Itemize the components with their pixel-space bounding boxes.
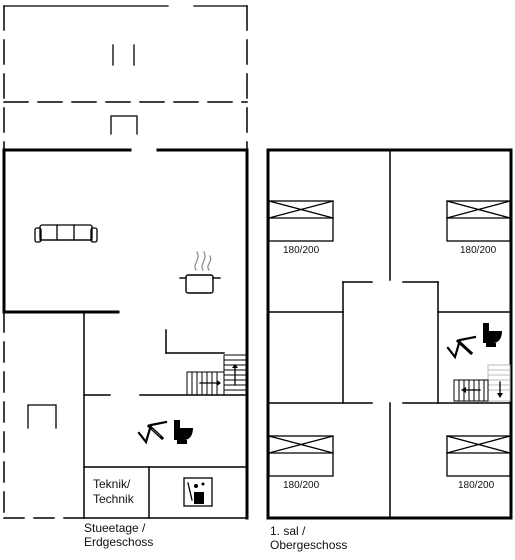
ground-stair bbox=[186, 354, 247, 396]
ground-floor-walls bbox=[2, 148, 249, 520]
boiler-icon bbox=[183, 477, 213, 507]
sofa-icon bbox=[34, 224, 98, 243]
technik-room-label: Teknik/ Technik bbox=[93, 477, 134, 507]
technik-label-line1: Teknik/ bbox=[93, 477, 131, 491]
annex-outline bbox=[3, 311, 85, 519]
ground-caption-line2: Erdgeschoss bbox=[84, 535, 154, 549]
upper-floor-interior bbox=[267, 149, 512, 519]
ground-floor-interior bbox=[83, 311, 248, 519]
upper-caption-line2: Obergeschoss bbox=[270, 538, 348, 552]
upper-floor-caption: 1. sal / Obergeschoss bbox=[270, 524, 347, 552]
bed-size-label: 180/200 bbox=[283, 480, 320, 491]
bed-size-label: 180/200 bbox=[283, 245, 320, 256]
ground-floor-caption: Stueetage / Erdgeschoss bbox=[84, 521, 153, 549]
upper-toilet-icon bbox=[483, 323, 502, 347]
bed-icon-top-right bbox=[446, 200, 511, 242]
bed-size-label: 180/200 bbox=[458, 480, 495, 491]
upper-stair bbox=[453, 364, 511, 402]
ground-caption-line1: Stueetage / bbox=[84, 521, 146, 535]
terrace-door-marks bbox=[110, 44, 138, 135]
shower-icon bbox=[137, 420, 168, 445]
cooking-pot-icon bbox=[179, 251, 221, 294]
bed-size-label: 180/200 bbox=[460, 245, 497, 256]
toilet-icon bbox=[174, 420, 193, 444]
technik-label-line2: Technik bbox=[93, 492, 134, 506]
upper-shower-icon bbox=[446, 335, 477, 360]
bed-icon-bottom-left bbox=[268, 435, 334, 477]
bed-icon-bottom-right bbox=[446, 435, 511, 477]
bed-icon-top-left bbox=[268, 200, 334, 242]
terrace-outline bbox=[3, 5, 248, 151]
upper-caption-line1: 1. sal / bbox=[270, 524, 306, 538]
